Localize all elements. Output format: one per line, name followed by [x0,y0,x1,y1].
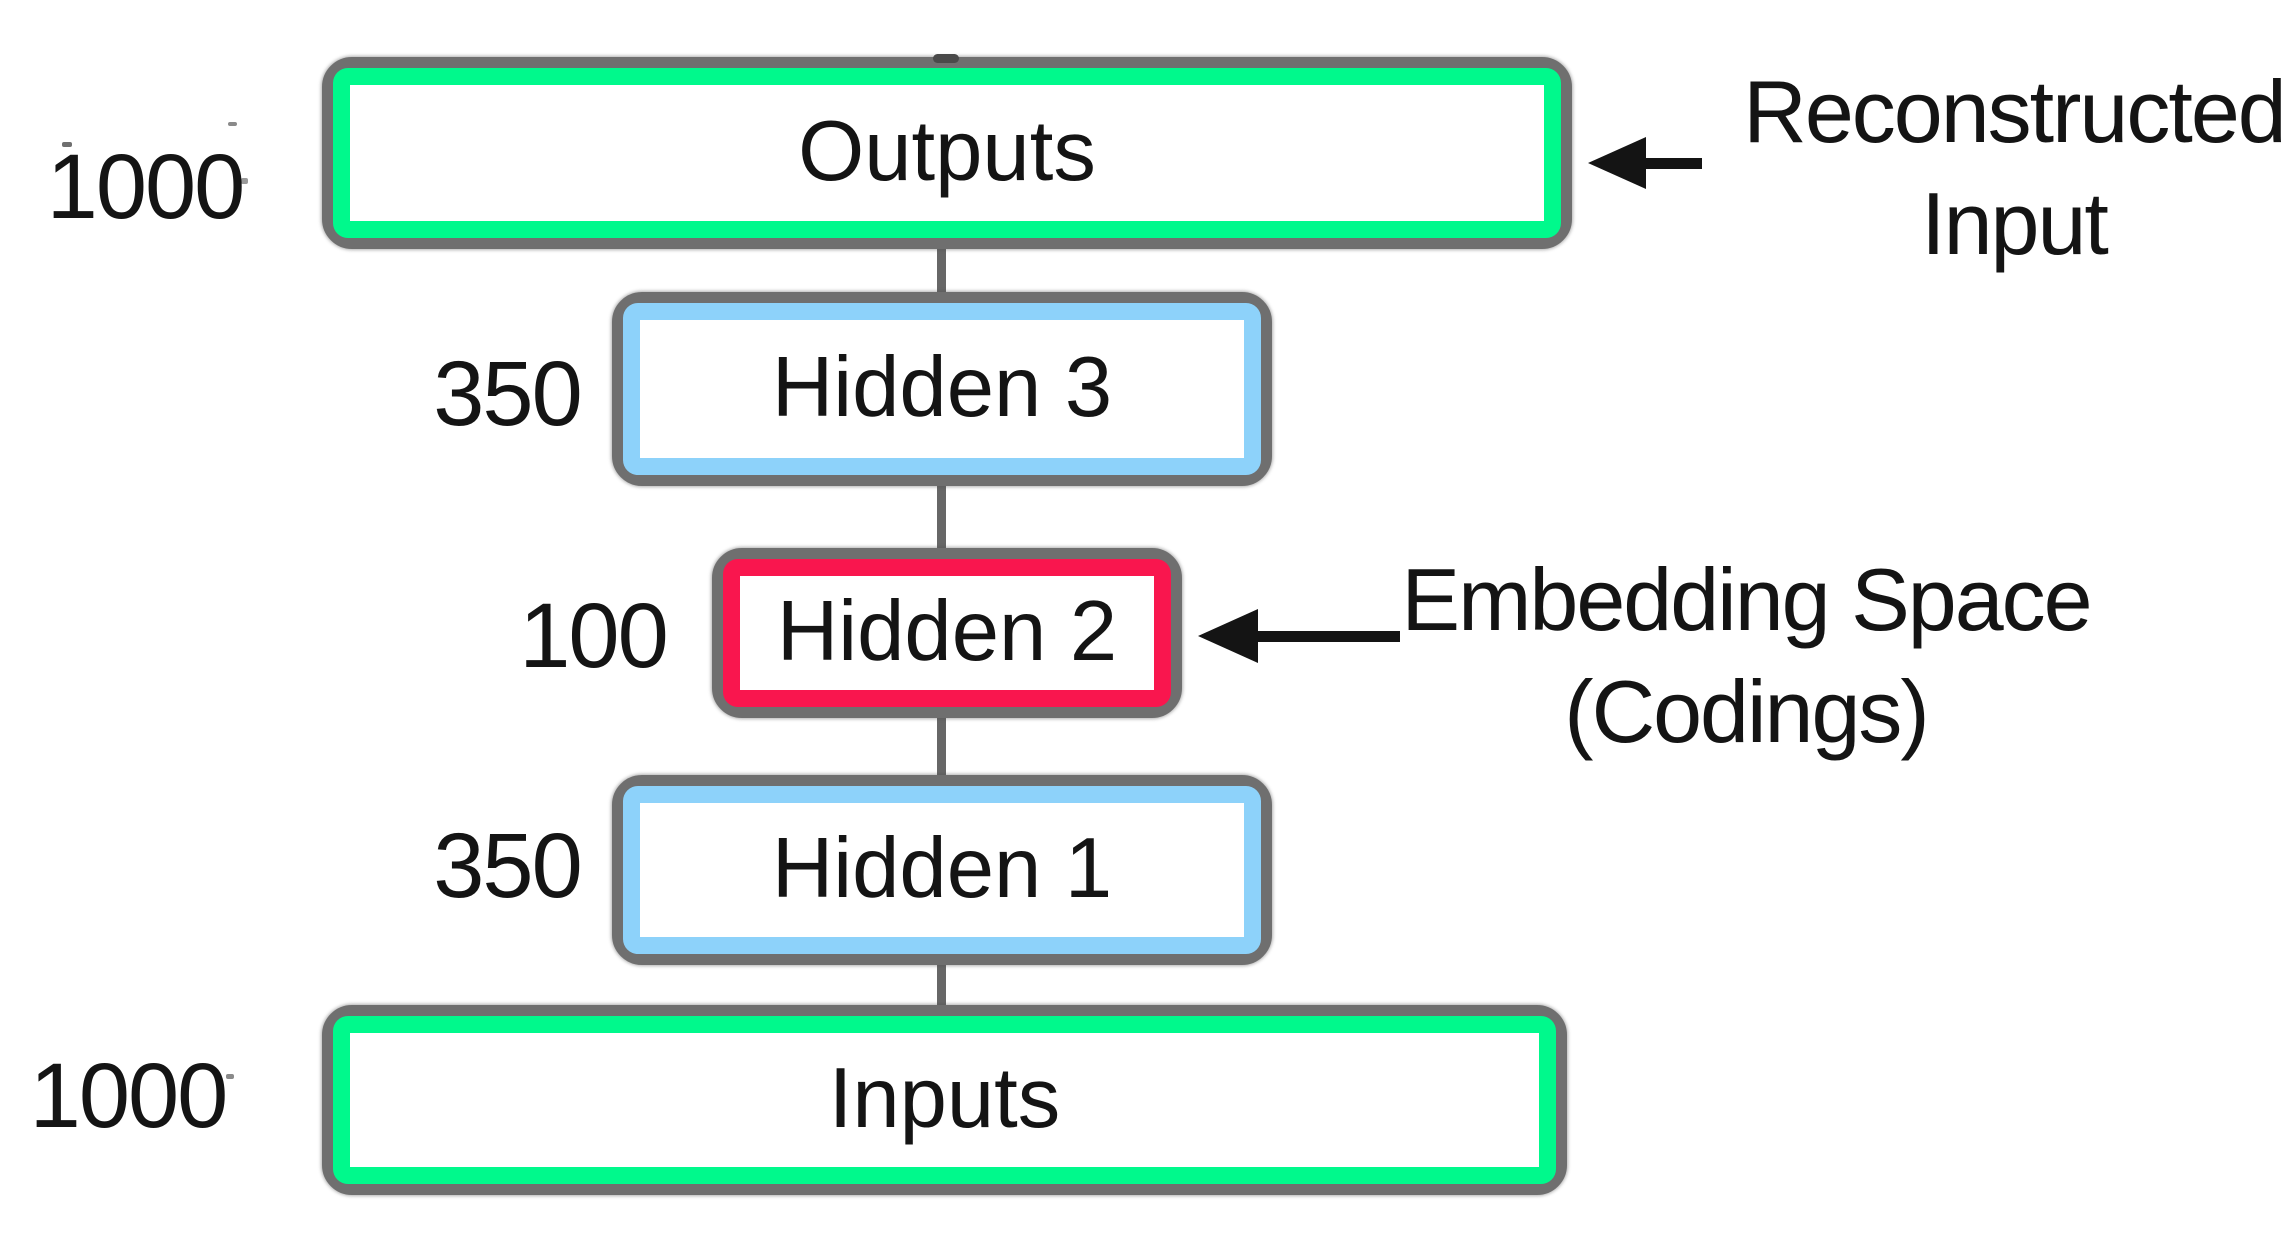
connector-outputs-hidden3 [937,240,946,302]
artifact-speck [62,142,72,147]
annotation-line: Input [1921,174,2109,273]
layer-box-hidden1: Hidden 1 [612,775,1272,965]
layer-box-hidden3: Hidden 3 [612,292,1272,486]
layer-label-inputs: Inputs [828,1050,1061,1146]
connector-hidden2-hidden1 [937,708,946,786]
layer-label-hidden2: Hidden 2 [776,583,1118,679]
size-label-hidden3: 350 [433,343,582,445]
layer-box-hidden2: Hidden 2 [712,548,1182,718]
artifact-speck [241,178,248,184]
layer-box-outputs: Outputs [322,57,1572,249]
layer-box-hidden2-inner: Hidden 2 [723,559,1171,707]
left-arrow-icon [1588,137,1646,189]
connector-hidden3-hidden2 [937,476,946,558]
layer-box-hidden3-inner: Hidden 3 [623,303,1261,475]
layer-box-inputs-inner: Inputs [333,1016,1556,1184]
left-arrow-shaft [1640,158,1702,169]
artifact-speck [226,1074,234,1079]
layer-label-outputs: Outputs [798,103,1096,199]
annotation-line: Reconstructed [1743,62,2286,161]
artifact-speck [228,122,237,126]
connector-hidden1-inputs [937,955,946,1015]
left-arrow-icon [1198,609,1258,663]
annotation-line: Embedding Space [1401,550,2092,649]
outputs-top-border-notch [933,54,959,63]
layer-box-inputs: Inputs [322,1005,1567,1195]
layer-label-hidden1: Hidden 1 [771,820,1113,916]
size-label-hidden1: 350 [433,815,582,917]
left-arrow-shaft [1252,631,1400,642]
annotation-reconstructed-input: Reconstructed Input [1743,56,2286,280]
layer-box-hidden1-inner: Hidden 1 [623,786,1261,954]
size-label-outputs: 1000 [46,136,246,238]
size-label-hidden2: 100 [519,585,668,687]
size-label-inputs: 1000 [29,1045,229,1147]
layer-box-outputs-inner: Outputs [333,68,1561,238]
annotation-embedding-space: Embedding Space (Codings) [1401,544,2092,768]
layer-label-hidden3: Hidden 3 [771,339,1113,435]
annotation-line: (Codings) [1564,662,1929,761]
